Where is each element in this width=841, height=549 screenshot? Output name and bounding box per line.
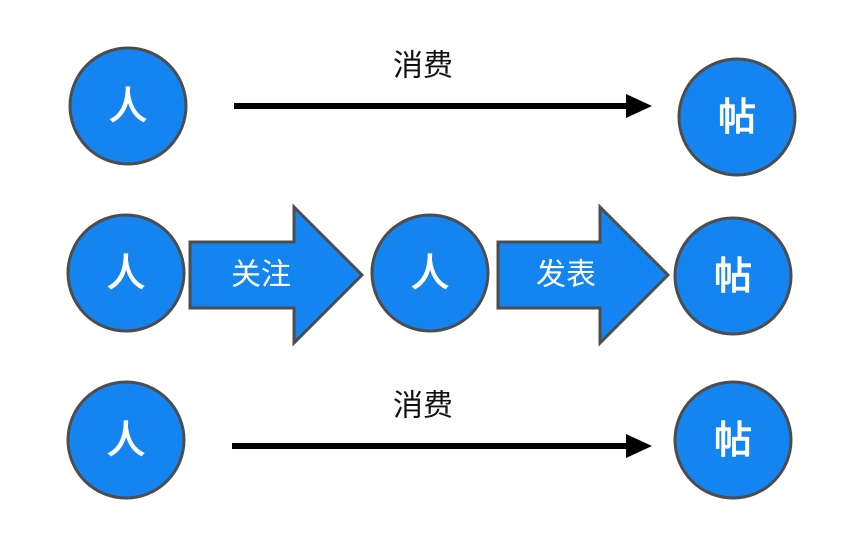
row-2-post-label: 帖 <box>714 254 752 298</box>
row-2-person-label-1: 人 <box>107 251 145 295</box>
row-3-person-label: 人 <box>107 418 145 462</box>
row-3-consume-label: 消费 <box>393 389 453 424</box>
row-1-consume-arrow-head <box>626 94 652 118</box>
row-2-publish-block-arrow <box>496 203 671 347</box>
row-1-person-label: 人 <box>109 84 147 128</box>
row-2-follow-label: 关注 <box>231 258 291 293</box>
row-3-post-label: 帖 <box>714 418 752 462</box>
row-2-follow-block-arrow <box>188 203 365 347</box>
row-2-person-node-1 <box>66 213 186 333</box>
row-3-person-node <box>66 380 186 500</box>
row-2-person-node-2 <box>370 213 490 333</box>
row-1-consume-label: 消费 <box>393 49 453 84</box>
row-1-post-label: 帖 <box>718 95 756 139</box>
row-1-post-node <box>677 57 797 177</box>
row-1: 人 消费 帖 <box>68 46 797 177</box>
row-2-post-node <box>673 216 793 336</box>
row-3: 人 消费 帖 <box>66 380 793 500</box>
row-2-publish-label: 发表 <box>536 258 596 293</box>
row-2-person-label-2: 人 <box>411 251 449 295</box>
row-3-post-node <box>673 380 793 500</box>
row-1-person-node <box>68 46 188 166</box>
row-2: 人 关注 人 发表 帖 <box>66 203 793 347</box>
row-3-consume-arrow-head <box>626 434 652 458</box>
